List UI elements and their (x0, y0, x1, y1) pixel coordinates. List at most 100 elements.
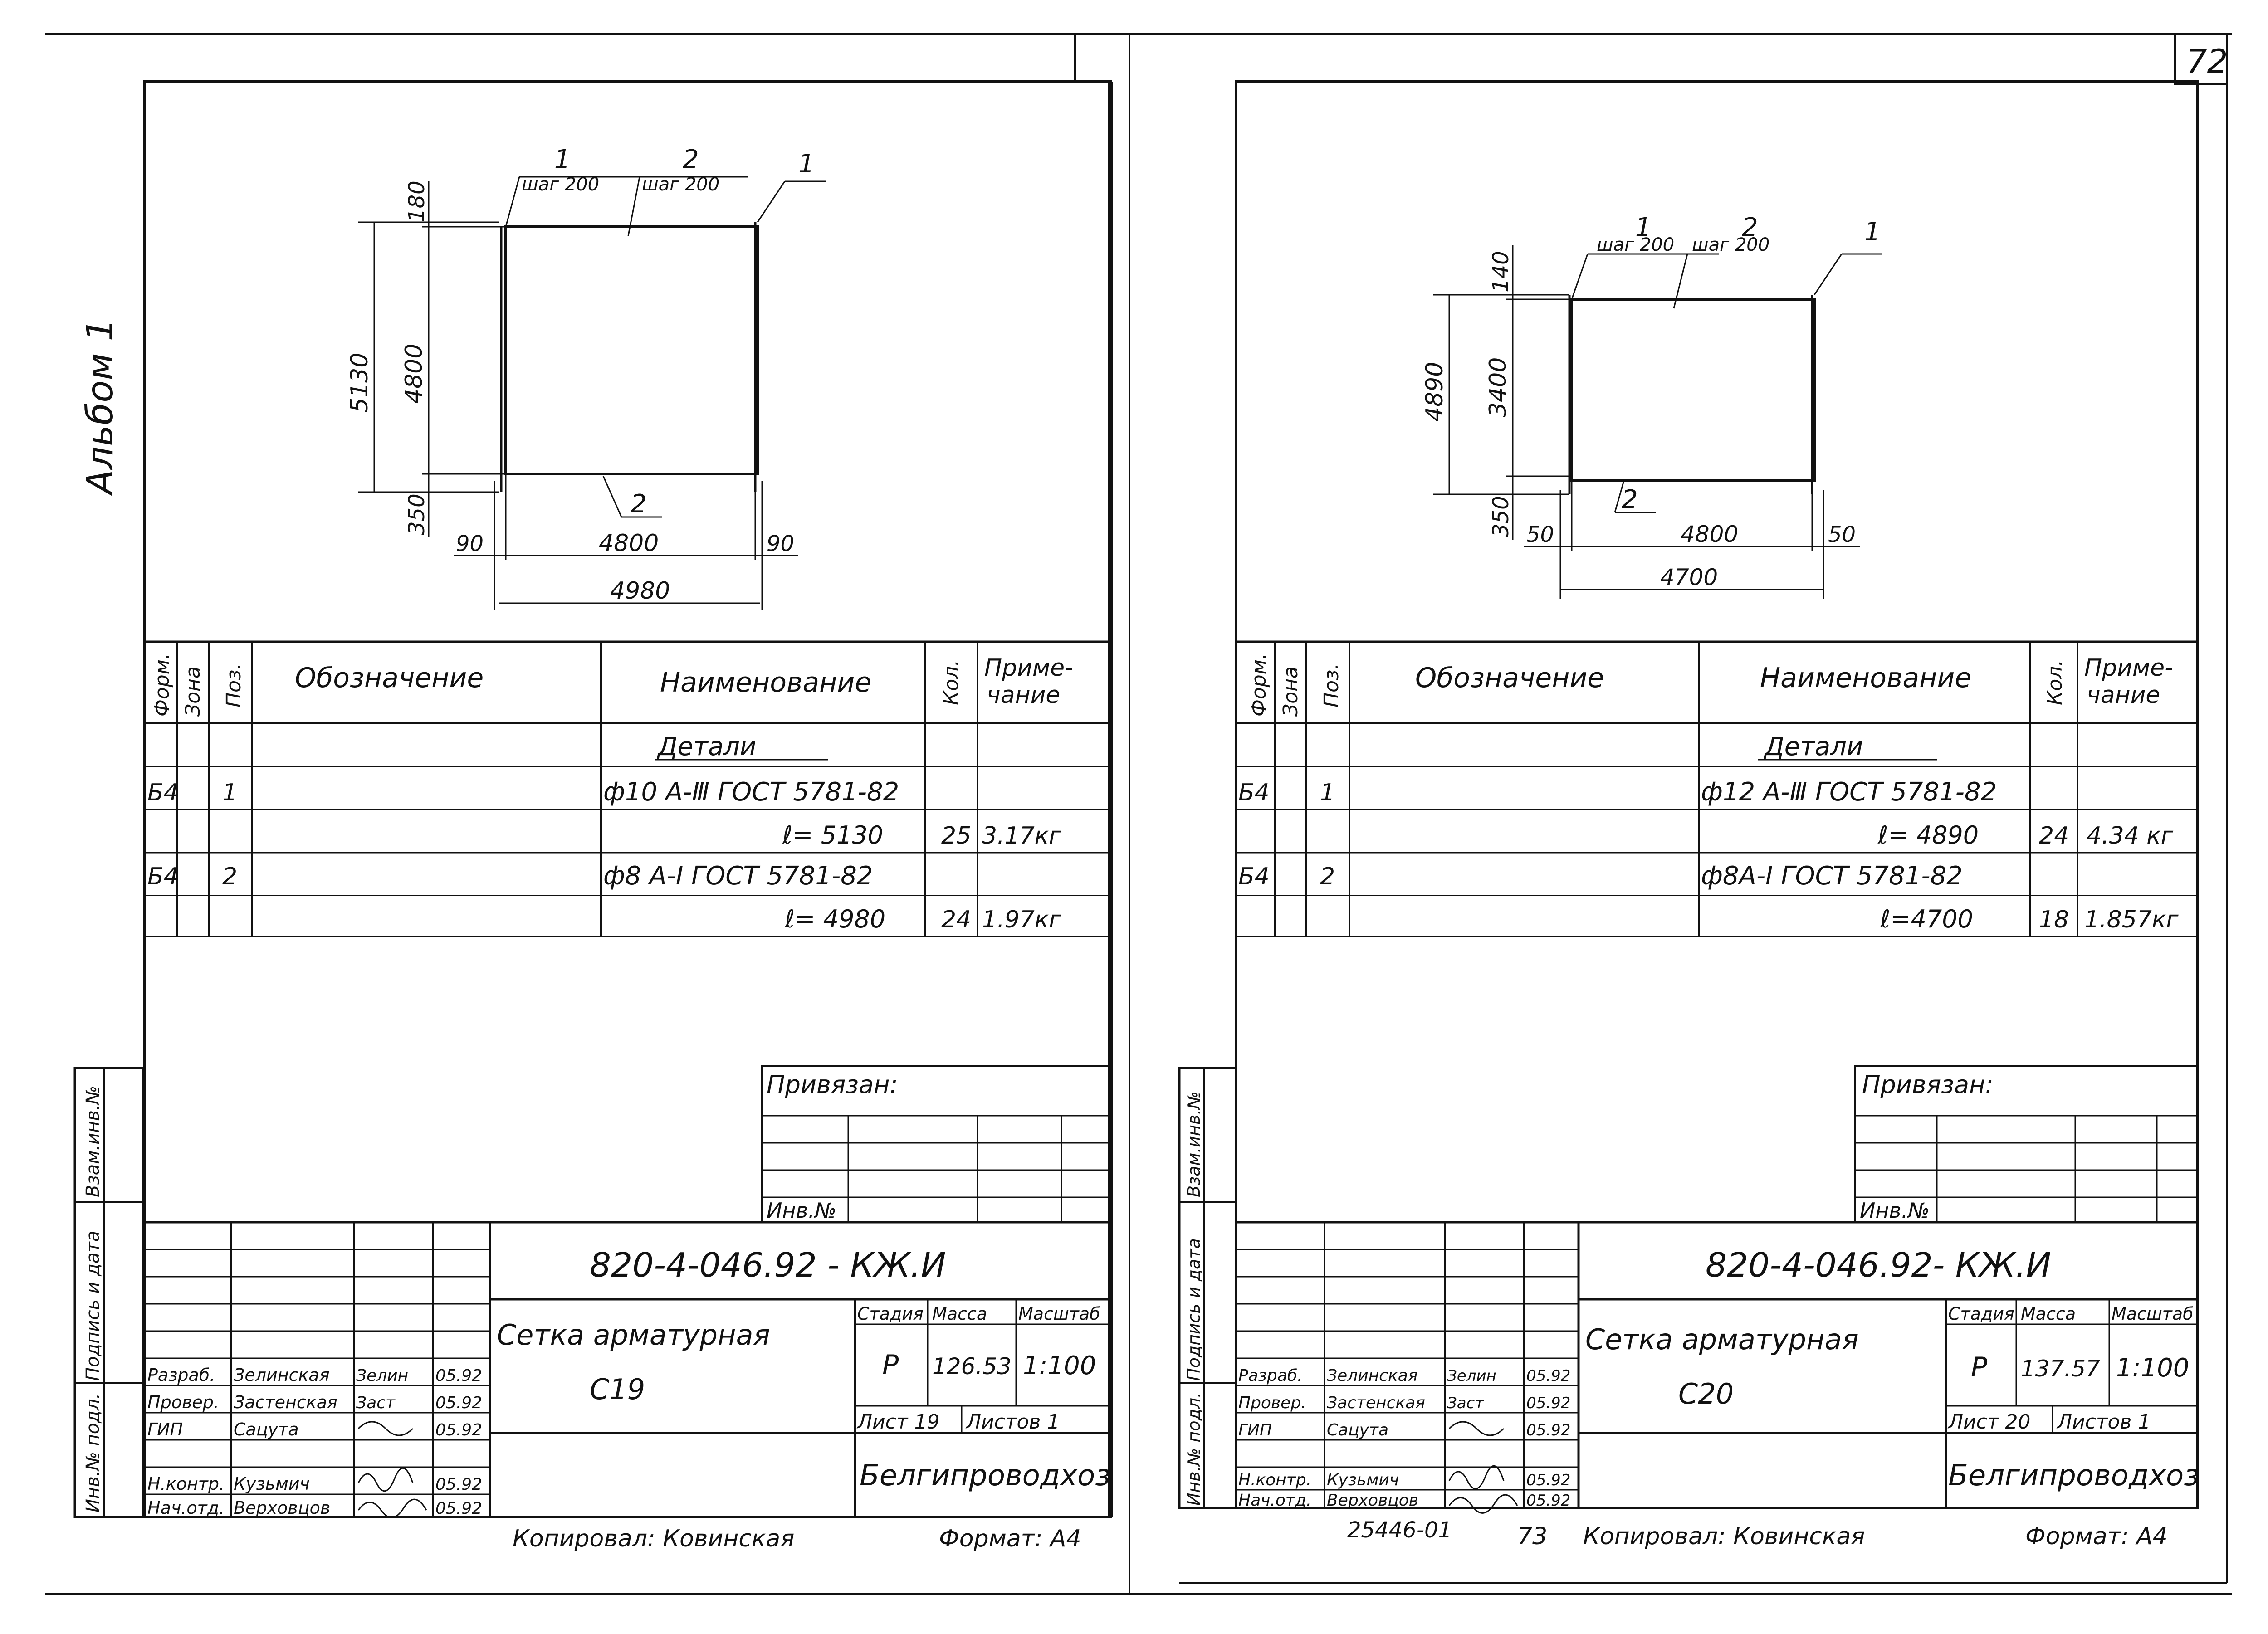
right-row4-name: ℓ=4700 (1880, 905, 1973, 933)
left-callout-2-bottom: 2 (631, 489, 647, 519)
left-sig4-role: Н.контр. (147, 1474, 225, 1494)
left-sig3-name: Сацута (234, 1419, 299, 1439)
bottom-stamp-code: 25446-01 (1347, 1517, 1452, 1543)
left-title-block (144, 1221, 1110, 1517)
left-sig5-role: Нач.отд. (147, 1498, 225, 1518)
left-sig2-role: Провер. (147, 1392, 219, 1412)
left-org: Белгипроводхоз (860, 1459, 1110, 1493)
left-row1-format: Б4 (147, 779, 179, 806)
left-mass-label: Масса (932, 1304, 987, 1324)
right-scale: 1:100 (2116, 1353, 2189, 1383)
right-dim-left-offset: 50 (1526, 522, 1554, 547)
right-title-block (1236, 1221, 2198, 1508)
left-side-label-2: Подпись и дата (83, 1231, 103, 1381)
left-row1-name: ф10 А-Ⅲ ГОСТ 5781-82 (603, 777, 899, 807)
left-sig1-name: Зелинская (234, 1365, 330, 1385)
left-copied: Копировал: Ковинская (513, 1525, 794, 1552)
left-hdr-note-1: Приме- (984, 654, 1073, 682)
right-hdr-pos: Поз. (1320, 663, 1343, 707)
left-sig1-sign: Зелин (356, 1366, 408, 1385)
right-callout-1-top: 1 (1635, 213, 1652, 242)
left-row2-name: ℓ= 5130 (782, 821, 883, 849)
page-lines (45, 33, 2232, 1595)
right-dim-inner-width: 4800 (1681, 521, 1738, 547)
left-format: Формат: А4 (939, 1525, 1081, 1552)
left-stage: Р (882, 1349, 899, 1381)
left-privyazan: Привязан: (767, 1070, 898, 1099)
left-mesh-drawing (358, 176, 826, 610)
left-sig3-role: ГИП (147, 1419, 183, 1439)
right-mesh-outline (1570, 298, 1816, 482)
left-sig5-date: 05.92 (435, 1499, 482, 1518)
right-sheet-no: Лист 20 (1947, 1410, 2030, 1434)
right-hdr-qty: Кол. (2043, 660, 2067, 705)
left-hdr-format: Форм. (151, 653, 174, 717)
right-dim-total-height: 4890 (1421, 362, 1448, 422)
right-spec-table (1236, 640, 2198, 937)
right-hdr-designation: Обозначение (1415, 662, 1604, 694)
right-sheet: 1 2 1 шаг 200 шаг 200 2 140 4890 3400 35… (1178, 80, 2227, 1584)
right-callout-1-right: 1 (1864, 217, 1881, 247)
left-sheets-total: Листов 1 (965, 1410, 1060, 1434)
page-number-box (2174, 33, 2228, 85)
left-sig4-name: Кузьмич (234, 1474, 310, 1494)
bottom-stamp-page: 73 (1517, 1523, 1547, 1550)
right-signature-scribble (1448, 1421, 1518, 1514)
right-sig2-date: 05.92 (1526, 1394, 1570, 1412)
left-row4-name: ℓ= 4980 (784, 905, 885, 933)
right-row1-pos: 1 (1320, 779, 1335, 806)
right-frame (1235, 80, 2199, 1509)
right-mass: 137.57 (2021, 1356, 2100, 1382)
right-sig1-date: 05.92 (1526, 1367, 1570, 1385)
left-sheet: 1 2 1 шаг 200 шаг 200 2 180 5130 4800 35… (73, 80, 1113, 1552)
right-sig1-sign: Зелин (1447, 1367, 1496, 1385)
left-mass: 126.53 (932, 1353, 1012, 1380)
left-title-line1: Сетка арматурная (497, 1318, 770, 1351)
right-mesh-drawing (1433, 245, 1882, 599)
right-hdr-name: Наименование (1760, 662, 1971, 694)
left-sig2-name: Застенская (234, 1392, 337, 1412)
right-hdr-format: Форм. (1247, 653, 1271, 717)
left-dim-left-offset: 90 (456, 531, 484, 556)
right-spec-section: Детали (1763, 732, 1863, 761)
right-callout-2-top: 2 (1742, 213, 1758, 242)
right-row3-format: Б4 (1238, 863, 1270, 890)
right-row2-qty: 24 (2039, 822, 2069, 849)
left-dim-inner-width: 4800 (599, 530, 659, 557)
right-side-strip (1178, 1067, 1237, 1509)
right-side-label-3: Инв.№ подл. (1184, 1392, 1204, 1506)
right-sig5-role: Нач.отд. (1238, 1491, 1311, 1510)
left-scale: 1:100 (1023, 1351, 1096, 1380)
left-scale-label: Масштаб (1018, 1304, 1100, 1324)
right-inv-no: Инв.№ (1860, 1198, 1930, 1223)
left-stage-label: Стадия (857, 1304, 924, 1324)
left-side-label-3: Инв.№ подл. (83, 1393, 103, 1512)
right-sig4-name: Кузьмич (1327, 1471, 1399, 1489)
right-sig5-date: 05.92 (1526, 1492, 1570, 1510)
right-row3-name: ф8А-Ⅰ ГОСТ 5781-82 (1701, 861, 1963, 891)
right-sig5-name: Верховцов (1327, 1491, 1418, 1510)
left-sheet-no: Лист 19 (856, 1410, 939, 1434)
album-label: Альбом 1 (79, 318, 121, 497)
right-sig2-role: Провер. (1238, 1394, 1306, 1412)
right-doc-code: 820-4-046.92- КЖ.И (1706, 1246, 2051, 1285)
left-spec-table (144, 640, 1110, 937)
right-dim-inner-height: 3400 (1485, 357, 1512, 417)
left-callout-2-top: 2 (683, 145, 699, 174)
left-sig2-date: 05.92 (435, 1394, 482, 1412)
right-title-line1: Сетка арматурная (1585, 1323, 1859, 1356)
left-doc-code: 820-4-046.92 - КЖ.И (590, 1246, 946, 1285)
right-sig3-role: ГИП (1238, 1421, 1272, 1439)
left-spec-section: Детали (656, 732, 756, 761)
left-callout-1-right: 1 (798, 149, 815, 179)
left-dim-total-height: 5130 (346, 353, 373, 413)
left-sig5-name: Верховцов (234, 1498, 330, 1518)
left-row3-name: ф8 А-Ⅰ ГОСТ 5781-82 (603, 861, 873, 891)
left-hdr-pos: Поз. (222, 663, 245, 707)
right-row3-pos: 2 (1320, 863, 1335, 890)
left-hdr-designation: Обозначение (295, 662, 484, 694)
right-dim-top-offset: 140 (1488, 251, 1514, 293)
right-sig2-sign: Заст (1447, 1394, 1484, 1412)
left-sig3-date: 05.92 (435, 1421, 482, 1439)
